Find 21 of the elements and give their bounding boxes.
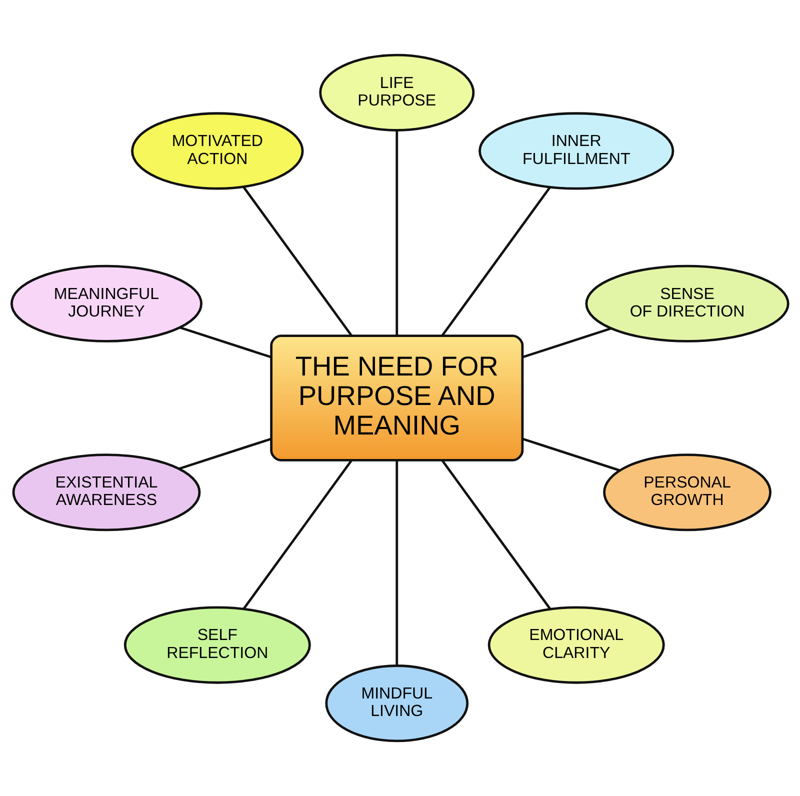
node-ellipse: MEANINGFUL JOURNEY bbox=[10, 264, 202, 342]
node-ellipse: INNER FULFILLMENT bbox=[478, 112, 674, 190]
node-ellipse: MINDFUL LIVING bbox=[325, 664, 469, 742]
node-ellipse: EMOTIONAL CLARITY bbox=[488, 606, 665, 684]
connector bbox=[522, 327, 612, 358]
node-box: THE NEED FOR PURPOSE AND MEANING bbox=[270, 334, 524, 462]
connector bbox=[242, 186, 353, 336]
connector bbox=[396, 130, 398, 336]
node-ellipse: MOTIVATED ACTION bbox=[131, 112, 304, 190]
node-ellipse: SENSE OF DIRECTION bbox=[585, 264, 790, 342]
node-ellipse: PERSONAL GROWTH bbox=[603, 454, 772, 532]
node-ellipse: LIFE PURPOSE bbox=[319, 54, 475, 132]
connector bbox=[242, 460, 353, 610]
connector bbox=[179, 326, 272, 358]
connector bbox=[396, 460, 398, 666]
node-ellipse: SELF REFLECTION bbox=[124, 606, 311, 684]
node-ellipse: EXISTENTIAL AWARENESS bbox=[12, 454, 201, 532]
connector bbox=[522, 438, 620, 472]
connector bbox=[178, 438, 272, 470]
connector bbox=[441, 460, 552, 610]
connector bbox=[441, 186, 551, 336]
